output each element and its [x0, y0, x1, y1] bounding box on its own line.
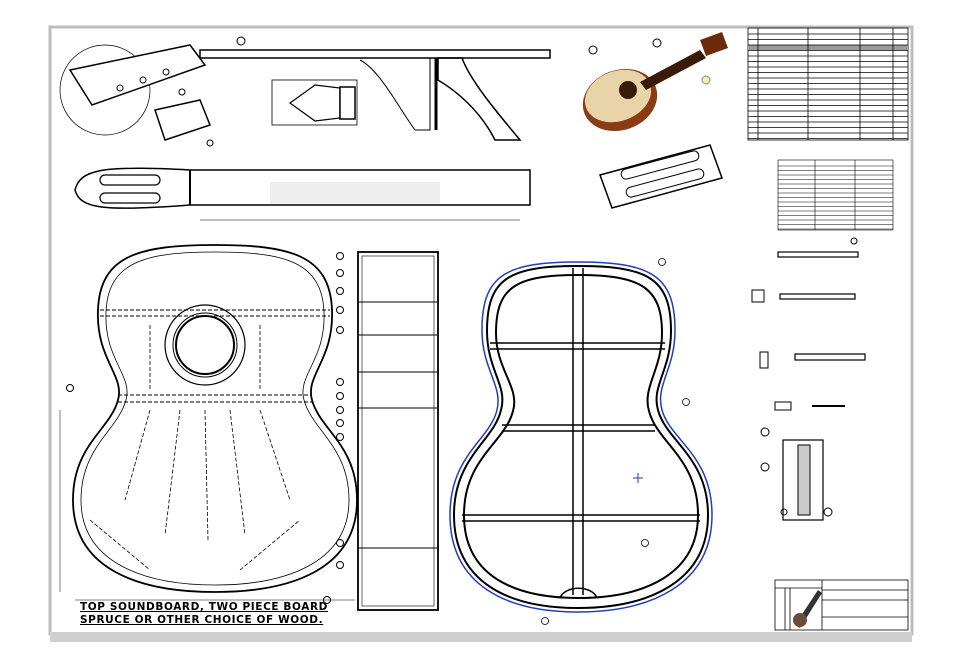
- callout-balloon: [336, 287, 344, 295]
- neck-side-view: [199, 49, 551, 141]
- callout-balloon: [336, 269, 344, 277]
- callout-balloon: [336, 378, 344, 386]
- side-strip-view: [323, 251, 439, 611]
- callout-balloon: [336, 252, 344, 260]
- brace-details: [751, 237, 866, 521]
- drawing-title-line-1: TOP SOUNDBOARD, TWO PIECE BOARD: [80, 601, 328, 613]
- callout-balloon: [336, 561, 344, 569]
- bottom-shadow-strip: [50, 632, 912, 642]
- top-soundboard-view: [59, 244, 358, 601]
- callout-balloon: [336, 433, 344, 441]
- callout-balloon: [336, 419, 344, 427]
- callout-balloon: [336, 326, 344, 334]
- drawing-title-line-2: SPRUCE OR OTHER CHOICE OF WOOD.: [80, 614, 324, 626]
- callout-balloon: [336, 539, 344, 547]
- headstock-side-detail: [59, 36, 246, 147]
- callout-balloon: [336, 306, 344, 314]
- headstock-top-view: [599, 144, 723, 209]
- neck-top-view: [74, 167, 531, 221]
- parts-list-table: [747, 27, 909, 141]
- title-block: [774, 579, 909, 631]
- dimension-table: [777, 159, 894, 231]
- callout-balloon: [336, 406, 344, 414]
- guitar-3d-render: [582, 32, 728, 132]
- back-view: [449, 258, 713, 625]
- callout-balloon: [336, 392, 344, 400]
